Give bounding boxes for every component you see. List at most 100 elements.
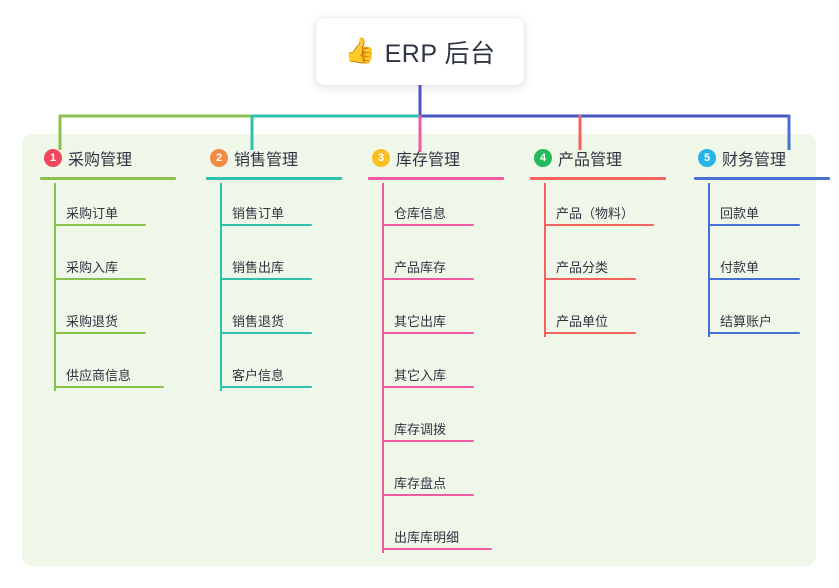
list-item[interactable]: 销售出库	[196, 234, 356, 288]
list-item-rule	[544, 278, 636, 280]
list-item[interactable]: 采购入库	[30, 234, 190, 288]
list-item[interactable]: 产品单位	[520, 288, 680, 342]
list-item[interactable]: 采购订单	[30, 180, 190, 234]
list-item-rule	[220, 278, 312, 280]
list-item-label: 结算账户	[720, 314, 773, 329]
column-title-2: 销售管理	[234, 152, 299, 169]
list-item-label: 仓库信息	[394, 206, 447, 221]
column-badge-2: 2	[210, 149, 228, 167]
column-items-2: 销售订单销售出库销售退货客户信息	[196, 180, 356, 396]
list-item-label: 产品（物料）	[556, 206, 635, 221]
column-header-rule-2	[206, 177, 342, 180]
column-header-2[interactable]: 2 销售管理	[196, 146, 356, 170]
list-item[interactable]: 其它入库	[358, 342, 518, 396]
list-item-label: 销售订单	[232, 206, 285, 221]
column-title-3: 库存管理	[396, 152, 461, 169]
list-item-label: 采购退货	[66, 314, 119, 329]
list-item-label: 产品单位	[556, 314, 609, 329]
list-item-label: 客户信息	[232, 368, 285, 383]
column-header-4[interactable]: 4 产品管理	[520, 146, 680, 170]
list-item[interactable]: 付款单	[684, 234, 839, 288]
list-item-label: 库存调拨	[394, 422, 447, 437]
root-node-title: ERP 后台	[384, 39, 496, 68]
list-item-label: 回款单	[720, 206, 760, 221]
list-item-rule	[708, 332, 800, 334]
list-item-rule	[54, 278, 146, 280]
list-item-rule	[220, 332, 312, 334]
list-item-label: 付款单	[720, 260, 760, 275]
list-item-label: 采购入库	[66, 260, 119, 275]
list-item[interactable]: 产品分类	[520, 234, 680, 288]
column-badge-3: 3	[372, 149, 390, 167]
list-item-label: 产品分类	[556, 260, 609, 275]
list-item[interactable]: 库存调拨	[358, 396, 518, 450]
column-spine-3	[382, 183, 384, 553]
list-item-rule	[382, 278, 474, 280]
column-spine-2	[220, 183, 222, 391]
column-items-4: 产品（物料） 产品分类产品单位	[520, 180, 680, 342]
column-header-rule-1	[40, 177, 176, 180]
list-item-label: 销售出库	[232, 260, 285, 275]
list-item-label: 产品库存	[394, 260, 447, 275]
list-item[interactable]: 库存盘点	[358, 450, 518, 504]
list-item-label: 供应商信息	[66, 368, 132, 383]
column-title-1: 采购管理	[68, 152, 133, 169]
column-header-rule-4	[530, 177, 666, 180]
list-item-label: 采购订单	[66, 206, 119, 221]
list-item-rule	[220, 224, 312, 226]
column-spine-4	[544, 183, 546, 337]
list-item[interactable]: 仓库信息	[358, 180, 518, 234]
column-badge-4: 4	[534, 149, 552, 167]
list-item-rule	[708, 224, 800, 226]
column-1: 1 采购管理采购订单采购入库采购退货供应商信息	[30, 146, 190, 396]
column-items-1: 采购订单采购入库采购退货供应商信息	[30, 180, 190, 396]
column-items-3: 仓库信息产品库存其它出库其它入库库存调拨库存盘点出库库明细	[358, 180, 518, 558]
column-2: 2 销售管理销售订单销售出库销售退货客户信息	[196, 146, 356, 396]
column-title-4: 产品管理	[558, 152, 623, 169]
list-item[interactable]: 客户信息	[196, 342, 356, 396]
column-spine-5	[708, 183, 710, 337]
column-5: 5 财务管理回款单付款单结算账户	[684, 146, 839, 342]
list-item[interactable]: 采购退货	[30, 288, 190, 342]
column-header-rule-3	[368, 177, 504, 180]
list-item-label: 销售退货	[232, 314, 285, 329]
list-item-rule	[382, 440, 474, 442]
column-badge-5: 5	[698, 149, 716, 167]
list-item[interactable]: 销售订单	[196, 180, 356, 234]
root-node-card[interactable]: 👍 ERP 后台	[316, 18, 524, 85]
column-items-5: 回款单付款单结算账户	[684, 180, 839, 342]
list-item-rule	[382, 548, 492, 550]
list-item-rule	[382, 386, 474, 388]
column-title-5: 财务管理	[722, 152, 787, 169]
list-item[interactable]: 结算账户	[684, 288, 839, 342]
list-item-rule	[708, 278, 800, 280]
list-item-label: 库存盘点	[394, 476, 447, 491]
list-item[interactable]: 其它出库	[358, 288, 518, 342]
list-item-rule	[544, 224, 654, 226]
list-item-label: 出库库明细	[394, 530, 460, 545]
column-header-3[interactable]: 3 库存管理	[358, 146, 518, 170]
column-4: 4 产品管理产品（物料） 产品分类产品单位	[520, 146, 680, 342]
list-item-rule	[544, 332, 636, 334]
list-item[interactable]: 供应商信息	[30, 342, 190, 396]
list-item[interactable]: 回款单	[684, 180, 839, 234]
list-item-label: 其它出库	[394, 314, 447, 329]
list-item-rule	[220, 386, 312, 388]
column-header-rule-5	[694, 177, 830, 180]
column-badge-1: 1	[44, 149, 62, 167]
list-item-label: 其它入库	[394, 368, 447, 383]
list-item[interactable]: 产品（物料）	[520, 180, 680, 234]
list-item-rule	[382, 224, 474, 226]
list-item[interactable]: 销售退货	[196, 288, 356, 342]
list-item-rule	[54, 224, 146, 226]
column-spine-1	[54, 183, 56, 391]
list-item[interactable]: 出库库明细	[358, 504, 518, 558]
list-item-rule	[54, 386, 164, 388]
column-3: 3 库存管理仓库信息产品库存其它出库其它入库库存调拨库存盘点出库库明细	[358, 146, 518, 558]
column-header-1[interactable]: 1 采购管理	[30, 146, 190, 170]
list-item[interactable]: 产品库存	[358, 234, 518, 288]
list-item-rule	[54, 332, 146, 334]
list-item-rule	[382, 332, 474, 334]
column-header-5[interactable]: 5 财务管理	[684, 146, 839, 170]
